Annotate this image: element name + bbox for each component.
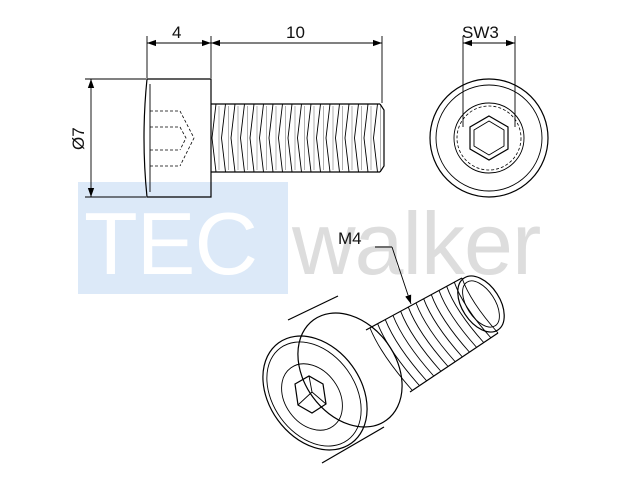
thread-crest-line (287, 103, 293, 173)
thread-crest-line (230, 103, 236, 173)
watermark-walker: walker (291, 194, 540, 293)
thread-crest-line (211, 103, 217, 173)
dim-socket-size: SW3 (462, 23, 516, 127)
thread-crest-line (249, 103, 255, 173)
iso-thread-line (415, 302, 456, 362)
iso-thread-line (369, 327, 413, 391)
watermark-tec: TEC (84, 194, 257, 293)
thread-crest-line (240, 103, 245, 173)
iso-thread-line (392, 315, 434, 377)
thread-side (211, 103, 385, 173)
thread-crest-line (268, 103, 274, 173)
thread-crest-line (316, 103, 321, 173)
thread-crest-line (278, 103, 283, 173)
thread-crest-line (344, 103, 350, 173)
dim-head-diameter: Ø7 (69, 78, 146, 198)
screw-head-iso (270, 311, 400, 470)
thread-crest-line (297, 103, 302, 173)
watermark: TEC walker (78, 182, 541, 294)
dim-head-length: 4 (146, 23, 212, 78)
thread-crest-line (259, 103, 264, 173)
iso-thread-line (407, 307, 449, 367)
thread-crest-line (335, 103, 340, 173)
thread-crest-line (373, 103, 378, 173)
iso-thread-line (453, 282, 492, 339)
dim-head-diameter-label: Ø7 (69, 127, 88, 150)
thread-crest-line (221, 103, 226, 173)
dim-head-length-label: 4 (172, 23, 181, 42)
dim-socket-size-label: SW3 (462, 23, 499, 42)
iso-thread-line (430, 294, 470, 353)
iso-thread-line (400, 311, 442, 372)
thread-crest-line (354, 103, 359, 173)
end-view (429, 78, 549, 198)
iso-thread-line (461, 277, 499, 334)
dim-thread-length: 10 (211, 23, 383, 103)
dim-thread-length-label: 10 (286, 23, 305, 42)
iso-thread-line (438, 290, 477, 348)
thread-crest-line (306, 103, 312, 173)
thread-crest-line (363, 103, 369, 173)
iso-thread-line (423, 298, 463, 358)
iso-thread-line (384, 319, 427, 381)
thread-crest-line (325, 103, 331, 173)
watermark-box (78, 182, 288, 294)
thread-iso (365, 275, 505, 393)
side-view (143, 78, 385, 198)
hex-socket-end (469, 115, 509, 161)
screw-head-side (143, 78, 212, 198)
dim-thread-size-label: M4 (338, 229, 362, 248)
iso-view (262, 275, 505, 470)
socket-hidden-lines (150, 110, 195, 167)
iso-thread-line (446, 286, 485, 343)
dim-thread-size: M4 (338, 229, 412, 305)
